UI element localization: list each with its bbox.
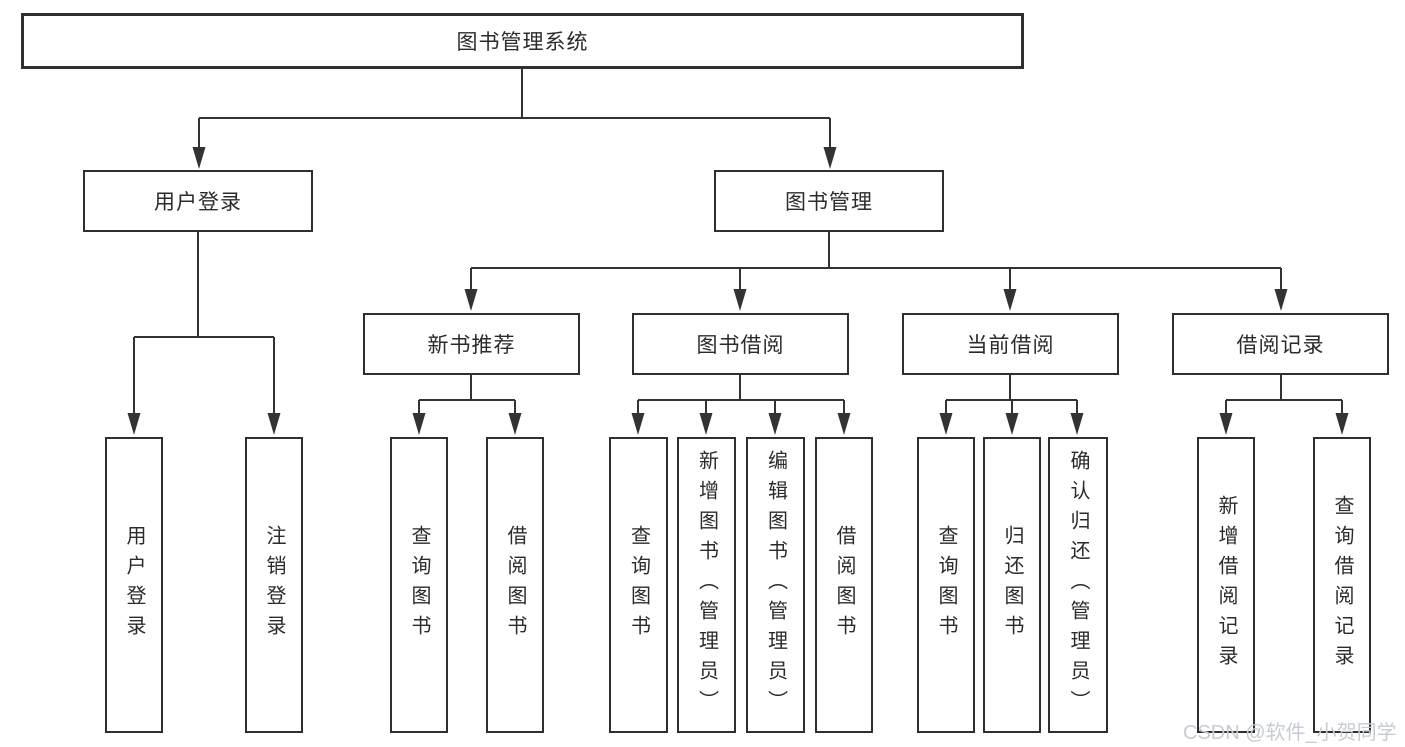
node-label: 确认归还（管理员）: [1067, 450, 1089, 720]
node-label: 图书管理: [785, 191, 873, 214]
node-label: 编辑图书（管理员）: [764, 450, 787, 720]
arrowheads: [127, 147, 1349, 435]
node-label: 查询借阅记录: [1331, 495, 1353, 675]
node-library-management-system: 图书管理系统: [21, 13, 1024, 69]
node-label: 用户登录: [123, 525, 145, 645]
node-label: 查询图书: [935, 525, 957, 645]
leaf-query-borrow-record: 查询借阅记录: [1313, 437, 1371, 733]
leaf-edit-book-admin: 编辑图书（管理员）: [746, 437, 805, 733]
node-label: 当前借阅: [966, 334, 1055, 357]
node-new-book-recommend: 新书推荐: [363, 313, 580, 375]
leaf-query-books-recommend: 查询图书: [390, 437, 448, 733]
leaf-add-book-admin: 新增图书（管理员）: [677, 437, 736, 733]
node-book-management: 图书管理: [714, 170, 944, 232]
node-label: 查询图书: [408, 525, 430, 645]
leaf-return-books: 归还图书: [983, 437, 1041, 733]
leaf-query-books-current: 查询图书: [917, 437, 975, 733]
node-label: 查询图书: [627, 525, 650, 645]
leaf-confirm-return-admin: 确认归还（管理员）: [1048, 437, 1108, 733]
node-label: 图书管理系统: [456, 31, 589, 54]
node-current-borrow: 当前借阅: [902, 313, 1119, 375]
node-borrow-records: 借阅记录: [1172, 313, 1389, 375]
node-user-login: 用户登录: [83, 170, 313, 232]
leaf-logout: 注销登录: [245, 437, 303, 733]
leaf-borrow-books-recommend: 借阅图书: [486, 437, 544, 733]
leaf-add-borrow-record: 新增借阅记录: [1197, 437, 1255, 733]
node-label: 借阅图书: [504, 525, 526, 645]
node-label: 借阅图书: [833, 525, 855, 645]
leaf-query-books-borrow: 查询图书: [609, 437, 668, 733]
node-label: 新书推荐: [427, 334, 516, 357]
node-label: 新增图书（管理员）: [695, 450, 718, 720]
node-label: 用户登录: [154, 191, 242, 214]
leaf-user-login: 用户登录: [105, 437, 163, 733]
node-label: 归还图书: [1001, 525, 1023, 645]
watermark: CSDN @软件_小贺同学: [1183, 722, 1397, 744]
leaf-borrow-books: 借阅图书: [815, 437, 873, 733]
node-label: 图书借阅: [696, 334, 785, 357]
node-label: 新增借阅记录: [1215, 495, 1237, 675]
node-book-borrow: 图书借阅: [632, 313, 849, 375]
node-label: 注销登录: [263, 525, 285, 645]
node-label: 借阅记录: [1236, 334, 1325, 357]
